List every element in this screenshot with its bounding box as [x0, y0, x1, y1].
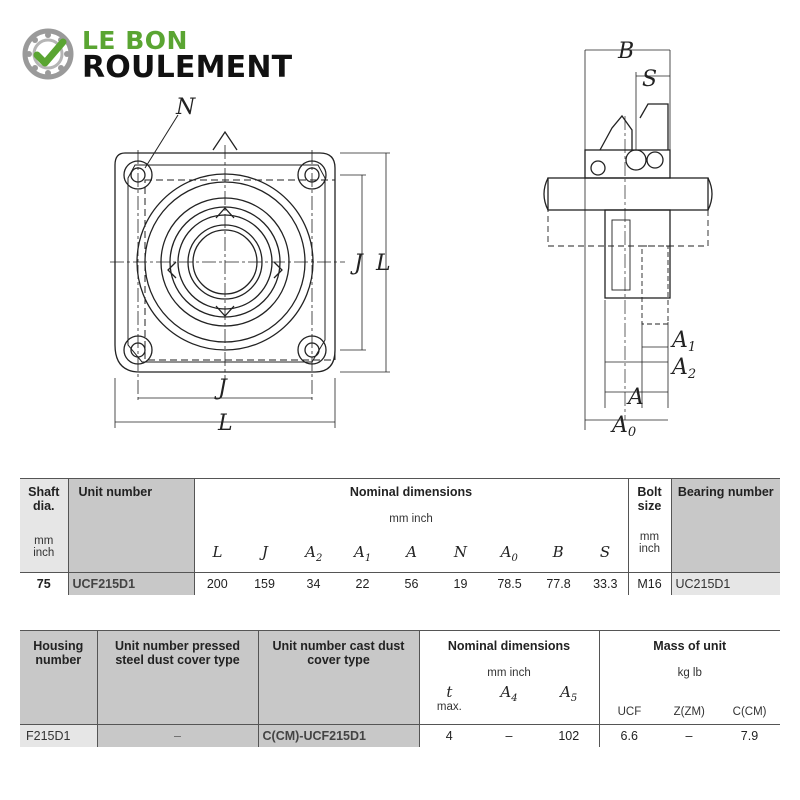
- header-unit-pressed: Unit number pressed steel dust cover typ…: [96, 630, 258, 725]
- cell-unit: UCF215D1: [67, 572, 194, 595]
- cell-cast: C(CM)-UCF215D1: [257, 724, 419, 747]
- header-unit-number: Unit number: [67, 478, 194, 573]
- col-zzm: Z(ZM): [673, 706, 705, 718]
- label-l-vertical: L: [375, 251, 391, 276]
- cell-housing: F215D1: [20, 724, 97, 747]
- cell-a1: 22: [355, 577, 370, 591]
- cell-ucf: 6.6: [598, 724, 659, 747]
- col-a5: A5: [560, 683, 578, 704]
- header-unit-cast: Unit number cast dust cover type: [257, 630, 419, 725]
- col-ucf: UCF: [617, 706, 642, 718]
- logo-line-1: LE BON: [82, 26, 188, 55]
- header-bearing-number: Bearing number: [670, 478, 780, 573]
- cell-j: 159: [254, 577, 275, 591]
- cell-s: 33.3: [593, 577, 618, 591]
- cell-a: 56: [404, 577, 419, 591]
- label-a2: A2: [670, 355, 696, 382]
- header-housing: Housing number: [20, 630, 97, 725]
- cell-t: 4: [418, 724, 479, 747]
- header-bolt-size: Bolt size mm inch: [627, 478, 671, 573]
- col-j: J: [261, 543, 268, 561]
- col-s: S: [599, 543, 611, 561]
- label-l-horizontal: L: [217, 411, 233, 436]
- col-b: B: [552, 543, 564, 561]
- header-mass-of-unit: Mass of unit kg lb UCF Z(ZM) C(CM): [598, 630, 780, 725]
- cell-b: 77.8: [546, 577, 571, 591]
- cell-a4: –: [505, 729, 513, 743]
- table-row: 75 UCF215D1 200 159 34 22 56 19 78.5 77.…: [20, 572, 780, 595]
- logo-line-2: ROULEMENT: [82, 50, 293, 85]
- cell-pressed: –: [96, 724, 258, 747]
- cell-a2: 34: [306, 577, 321, 591]
- cell-bearing: UC215D1: [670, 572, 780, 595]
- label-a: A: [626, 385, 644, 410]
- label-b: B: [617, 39, 634, 64]
- col-a2: A2: [305, 543, 323, 564]
- cell-n: 19: [453, 577, 468, 591]
- cell-a0: 78.5: [497, 577, 522, 591]
- label-j-horizontal: J: [214, 376, 228, 401]
- dimensions-table: Shaft dia. mm inch Unit number Nominal d…: [20, 478, 780, 595]
- brand-logo: LE BON ROULEMENT: [22, 26, 322, 86]
- label-n: N: [175, 95, 196, 120]
- table-row: F215D1 – C(CM)-UCF215D1 4 – 102 6.6 – 7.…: [20, 724, 780, 747]
- col-a4: A4: [500, 683, 518, 704]
- label-s: S: [642, 67, 657, 92]
- col-a1: A1: [354, 543, 372, 564]
- col-n: N: [453, 543, 467, 561]
- header-shaft: Shaft dia. mm inch: [20, 478, 68, 573]
- col-ccm: C(CM): [732, 706, 767, 718]
- technical-drawing: N J L J L B S A1 A2 A A0: [110, 39, 713, 440]
- cell-bolt: M16: [627, 572, 671, 595]
- housing-table: Housing number Unit number pressed steel…: [20, 630, 780, 747]
- cell-l: 200: [193, 572, 240, 595]
- col-a: A: [406, 543, 417, 561]
- label-j-vertical: J: [350, 251, 364, 276]
- cell-zzm: –: [685, 729, 693, 743]
- header-nominal-dimensions: Nominal dimensions mm inch L J A2 A1 A N…: [193, 478, 628, 573]
- bearing-check-icon: [22, 28, 74, 80]
- col-a0: A0: [500, 543, 518, 564]
- label-a0: A0: [610, 413, 636, 440]
- label-a1: A1: [670, 328, 696, 355]
- cell-ccm: 7.9: [740, 729, 759, 743]
- cell-shaft: 75: [36, 577, 51, 591]
- cell-a5: 102: [558, 729, 580, 743]
- col-l: L: [212, 543, 223, 561]
